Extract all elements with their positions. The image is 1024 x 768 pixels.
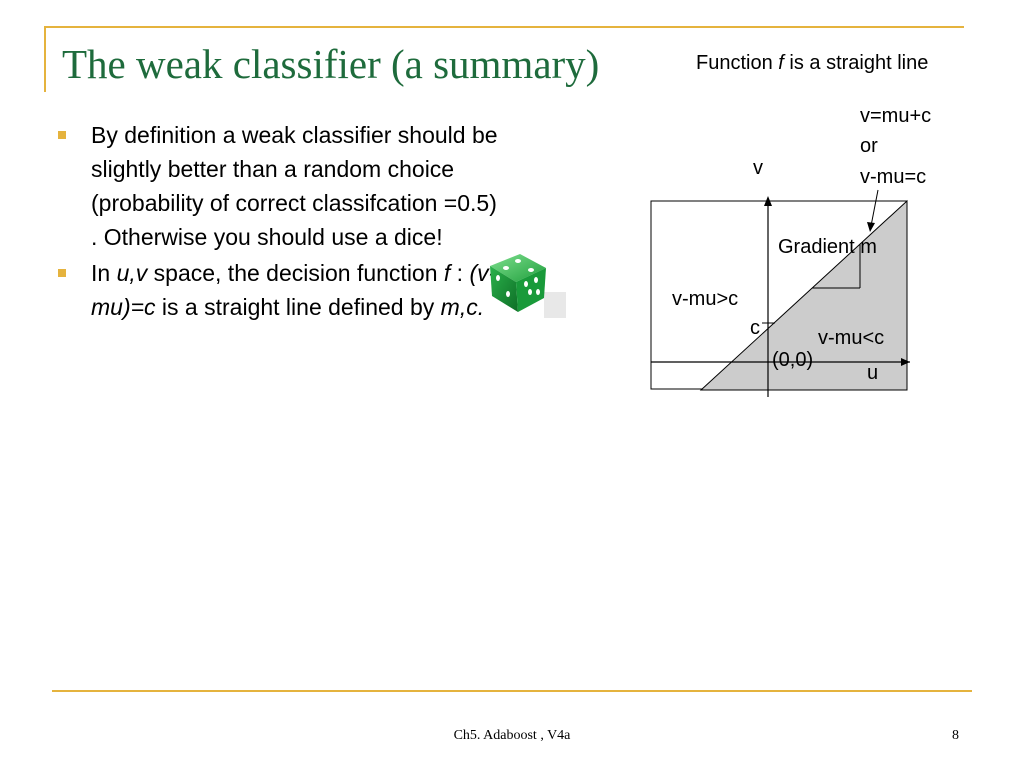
dice-shadow [544,292,566,318]
region-below-label: v-mu<c [818,327,885,349]
intercept-label: c [750,317,760,339]
bullet-marker [58,269,66,277]
line-equation-1: v=mu+c [860,105,932,127]
u-axis-arrowhead [901,358,910,366]
frame-top-rule [44,26,964,28]
subtitle-suffix: is a straight line [783,52,929,74]
footer-text: Ch5. Adaboost , V4a [453,728,571,743]
u-axis-label: u [867,362,879,384]
bullet-text-part: is a straight line defined by [155,294,441,320]
region-below-line [699,199,908,391]
equation-pointer-arrowhead [867,222,875,232]
bullet-text-part: In [91,260,117,286]
bullet-text-italic: (v-mu)=c [91,260,497,320]
footer-rule [52,690,972,692]
region-above-label: v-mu>c [672,288,739,310]
line-equation-or: or [860,135,878,157]
bullet-text: By definition a weak classifier should b… [91,122,498,250]
bullet-text-italic: f [443,260,451,286]
slide-title: The weak classifier (a summary) [62,41,600,87]
dice-icon [490,254,566,318]
page-number: 8 [952,728,959,743]
v-axis-label: v [753,157,763,179]
bullet-text-italic: u,v [116,260,148,286]
bullet-item: In u,v space, the decision function f : … [58,256,498,324]
dice-top-face [490,254,546,282]
frame-left-rule [44,28,46,92]
slide-subtitle: Function f is a straight line [696,52,928,75]
bullet-list: By definition a weak classifier should b… [58,118,498,326]
equation-pointer [870,189,879,227]
subtitle-prefix: Function [696,52,779,74]
v-axis-arrowhead [764,196,772,206]
bullet-text-part: space, the decision function [147,260,444,286]
origin-label: (0,0) [772,349,814,371]
subtitle-italic: f [778,52,784,74]
bullet-marker [58,131,66,139]
bullet-item: By definition a weak classifier should b… [58,118,498,254]
line-equation-2: v-mu=c [860,166,927,188]
gradient-label: Gradient m [778,236,877,258]
bullet-text-part: : [450,260,470,286]
bullet-text-italic: m,c. [440,294,485,320]
